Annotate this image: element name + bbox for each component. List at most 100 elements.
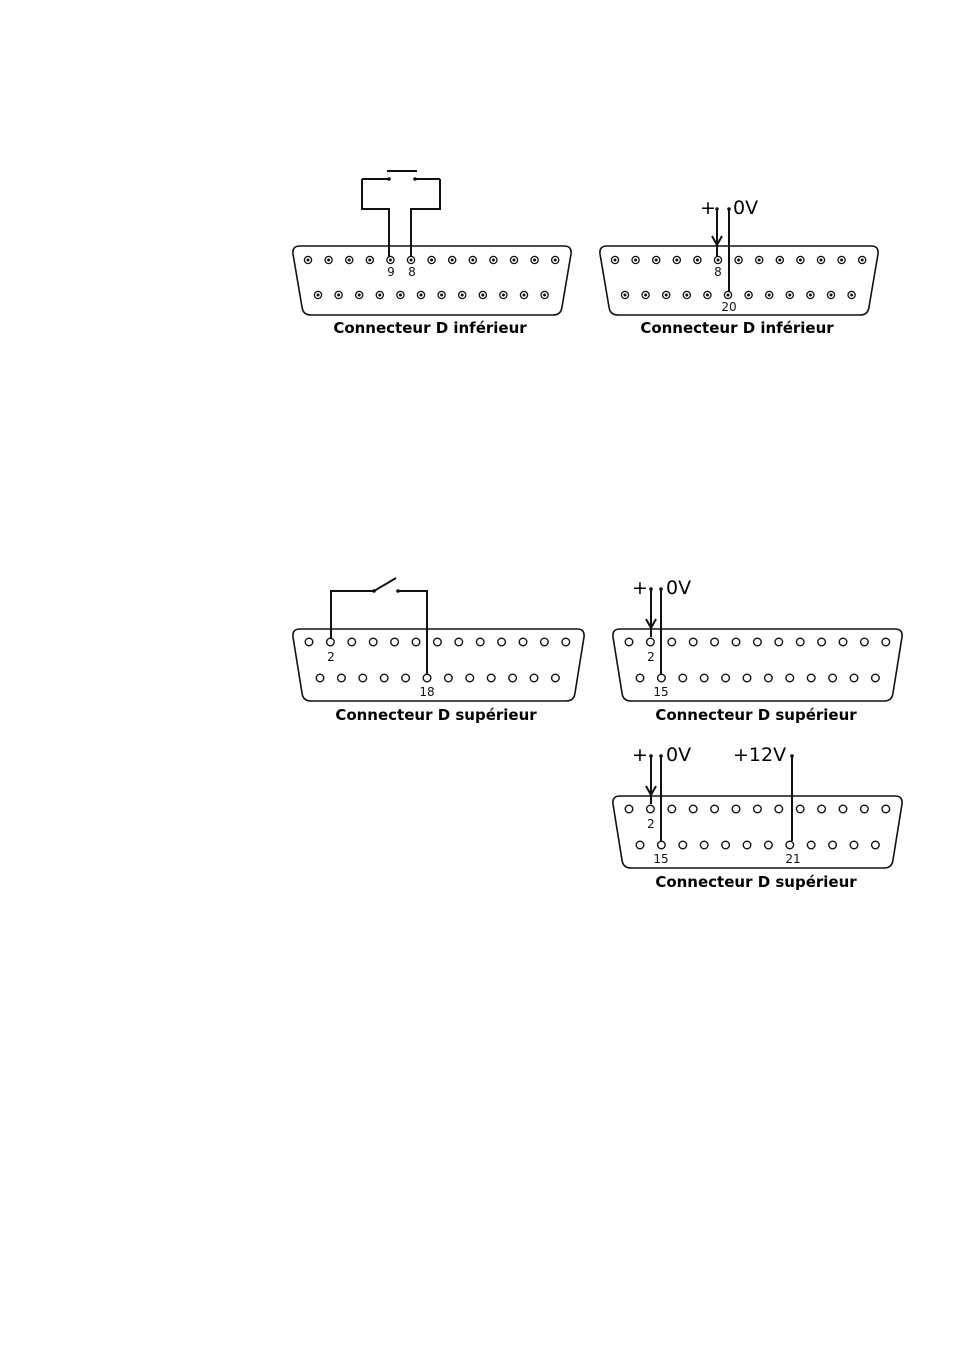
connector-pin bbox=[368, 637, 378, 647]
connector-pin bbox=[379, 673, 389, 683]
connector-pin bbox=[752, 637, 762, 647]
connector-pin-center bbox=[378, 293, 382, 297]
diagram-voltage-lower: + 0V 8 20 Connecteur D inférieur bbox=[599, 197, 879, 337]
connector-bottom-row bbox=[620, 290, 856, 300]
connector-pin bbox=[401, 673, 411, 683]
connector-pin bbox=[731, 804, 741, 814]
connector-pin bbox=[710, 637, 720, 647]
diagram-pushbutton-lower: 9 8 Connecteur D inférieur bbox=[292, 170, 572, 337]
connector-pin-center bbox=[840, 258, 844, 262]
zero-volt-label: 0V bbox=[733, 197, 758, 219]
connector-shell bbox=[292, 245, 572, 316]
connector-pin-center bbox=[327, 258, 331, 262]
arrow-down-icon bbox=[645, 618, 657, 631]
connector-top-row bbox=[304, 637, 571, 647]
connector-pin-center bbox=[685, 293, 689, 297]
zero-volt-label: 0V bbox=[666, 744, 691, 766]
connector-shell bbox=[292, 628, 585, 702]
connector-pin bbox=[763, 840, 773, 850]
connector-pin-center bbox=[757, 258, 761, 262]
connector-pin-center bbox=[347, 258, 351, 262]
connector-pin bbox=[721, 673, 731, 683]
connector-pin bbox=[678, 673, 688, 683]
connector-pin bbox=[304, 637, 314, 647]
connector-pin bbox=[699, 673, 709, 683]
connector-pin bbox=[347, 637, 357, 647]
connector-pin bbox=[443, 673, 453, 683]
connector-pin-center bbox=[501, 293, 505, 297]
connector-pin-center bbox=[357, 293, 361, 297]
connector-bottom-row bbox=[315, 673, 560, 683]
connector-pin bbox=[358, 673, 368, 683]
connector-pin bbox=[881, 637, 891, 647]
connector-pin bbox=[774, 637, 784, 647]
connector-shell bbox=[612, 628, 903, 702]
wire-to-pin-18 bbox=[398, 590, 428, 674]
connector-pin-center bbox=[860, 258, 864, 262]
plus-terminal-label: + bbox=[632, 744, 648, 766]
connector-pin bbox=[550, 673, 560, 683]
connector-bottom-row bbox=[635, 673, 880, 683]
connector-pin bbox=[667, 637, 677, 647]
connector-pin-center bbox=[450, 258, 454, 262]
connector-pin bbox=[454, 637, 464, 647]
connector-pin bbox=[624, 637, 634, 647]
connector-pin bbox=[561, 637, 571, 647]
connector-pin bbox=[710, 804, 720, 814]
pin-label-2: 2 bbox=[327, 650, 335, 664]
connector-pin bbox=[731, 637, 741, 647]
connector-pin-center bbox=[675, 258, 679, 262]
connector-pin-center bbox=[337, 293, 341, 297]
connector-pin bbox=[508, 673, 518, 683]
connector-pin bbox=[859, 637, 869, 647]
pin-label-15: 15 bbox=[653, 852, 668, 866]
connector-pin bbox=[838, 804, 848, 814]
connector-pin bbox=[336, 673, 346, 683]
connector-pin bbox=[859, 804, 869, 814]
connector-pin bbox=[721, 840, 731, 850]
connector-pin-center bbox=[460, 293, 464, 297]
plus-terminal-label: + bbox=[700, 197, 716, 219]
pin-label-15: 15 bbox=[653, 685, 668, 699]
connector-pin bbox=[656, 673, 666, 683]
connector-pin bbox=[475, 637, 485, 647]
connector-pin bbox=[635, 840, 645, 850]
connector-pin bbox=[849, 840, 859, 850]
connector-pin bbox=[699, 840, 709, 850]
connector-pin bbox=[752, 804, 762, 814]
connector-pin bbox=[849, 673, 859, 683]
connector-pin bbox=[645, 804, 655, 814]
connector-pin bbox=[465, 673, 475, 683]
wire-to-pin-9 bbox=[361, 179, 390, 258]
wire-to-pin-2 bbox=[330, 590, 374, 638]
connector-pin-center bbox=[613, 258, 617, 262]
connector-pin-center bbox=[316, 293, 320, 297]
plus-12v-label: +12V bbox=[733, 744, 786, 766]
pin-label-2: 2 bbox=[647, 650, 655, 664]
connector-top-row bbox=[610, 255, 867, 265]
connector-pin-center bbox=[747, 293, 751, 297]
pin-label-18: 18 bbox=[419, 685, 434, 699]
diagram-switch-upper: 2 18 Connecteur D supérieur bbox=[292, 577, 585, 724]
connector-pin-center bbox=[850, 293, 854, 297]
connector-pin bbox=[315, 673, 325, 683]
connector-pin bbox=[785, 840, 795, 850]
connector-shell bbox=[612, 795, 903, 869]
connector-pin-center bbox=[368, 258, 372, 262]
connector-pin-center bbox=[388, 258, 392, 262]
connector-top-row bbox=[624, 804, 891, 814]
connector-pin-center bbox=[829, 293, 833, 297]
diagram-voltage-upper: + 0V 2 15 Connecteur D supérieur bbox=[612, 577, 903, 724]
plus-terminal-label: + bbox=[632, 577, 648, 599]
connector-bottom-row bbox=[635, 840, 880, 850]
connector-pin bbox=[539, 637, 549, 647]
connector-pin-center bbox=[644, 293, 648, 297]
connector-pin-center bbox=[481, 293, 485, 297]
connector-pin-center bbox=[798, 258, 802, 262]
connector-pin-center bbox=[726, 293, 730, 297]
connector-pin-center bbox=[440, 293, 444, 297]
connector-bottom-row bbox=[313, 290, 549, 300]
connector-pin-center bbox=[737, 258, 741, 262]
connector-pin-center bbox=[695, 258, 699, 262]
